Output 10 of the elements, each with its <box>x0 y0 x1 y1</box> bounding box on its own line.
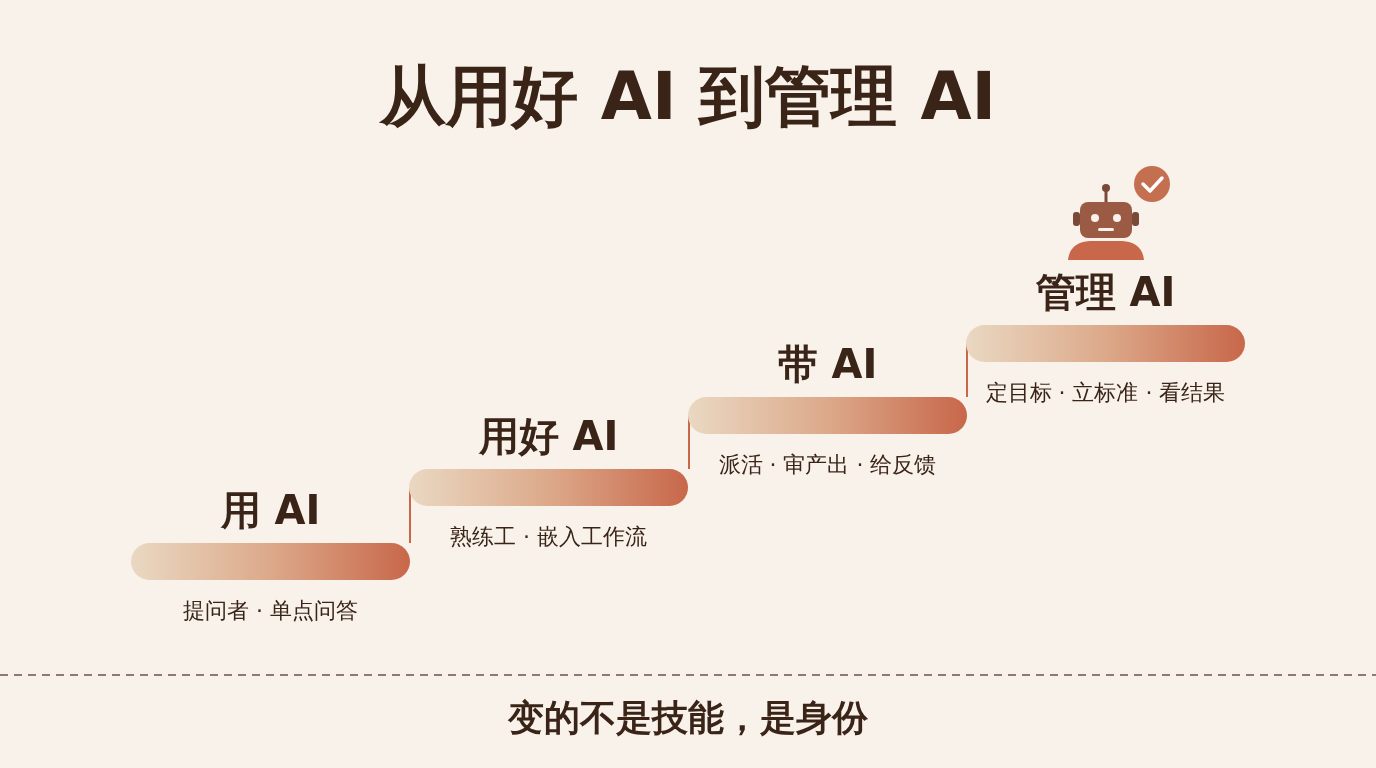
title: 从用好 AI 到管理 AI <box>378 57 998 137</box>
step-heading: 管理 AI <box>1034 268 1177 317</box>
caption: 变的不是技能，是身份 <box>507 696 869 740</box>
step-heading: 用 AI <box>219 486 322 535</box>
step-heading: 带 AI <box>776 340 879 389</box>
step-description: 提问者 · 单点问答 <box>182 597 359 625</box>
step-heading: 用好 AI <box>477 412 620 461</box>
step-description: 熟练工 · 嵌入工作流 <box>449 523 648 551</box>
step-description: 定目标 · 立标准 · 看结果 <box>984 379 1227 407</box>
step-description: 派活 · 审产出 · 给反馈 <box>717 451 938 479</box>
